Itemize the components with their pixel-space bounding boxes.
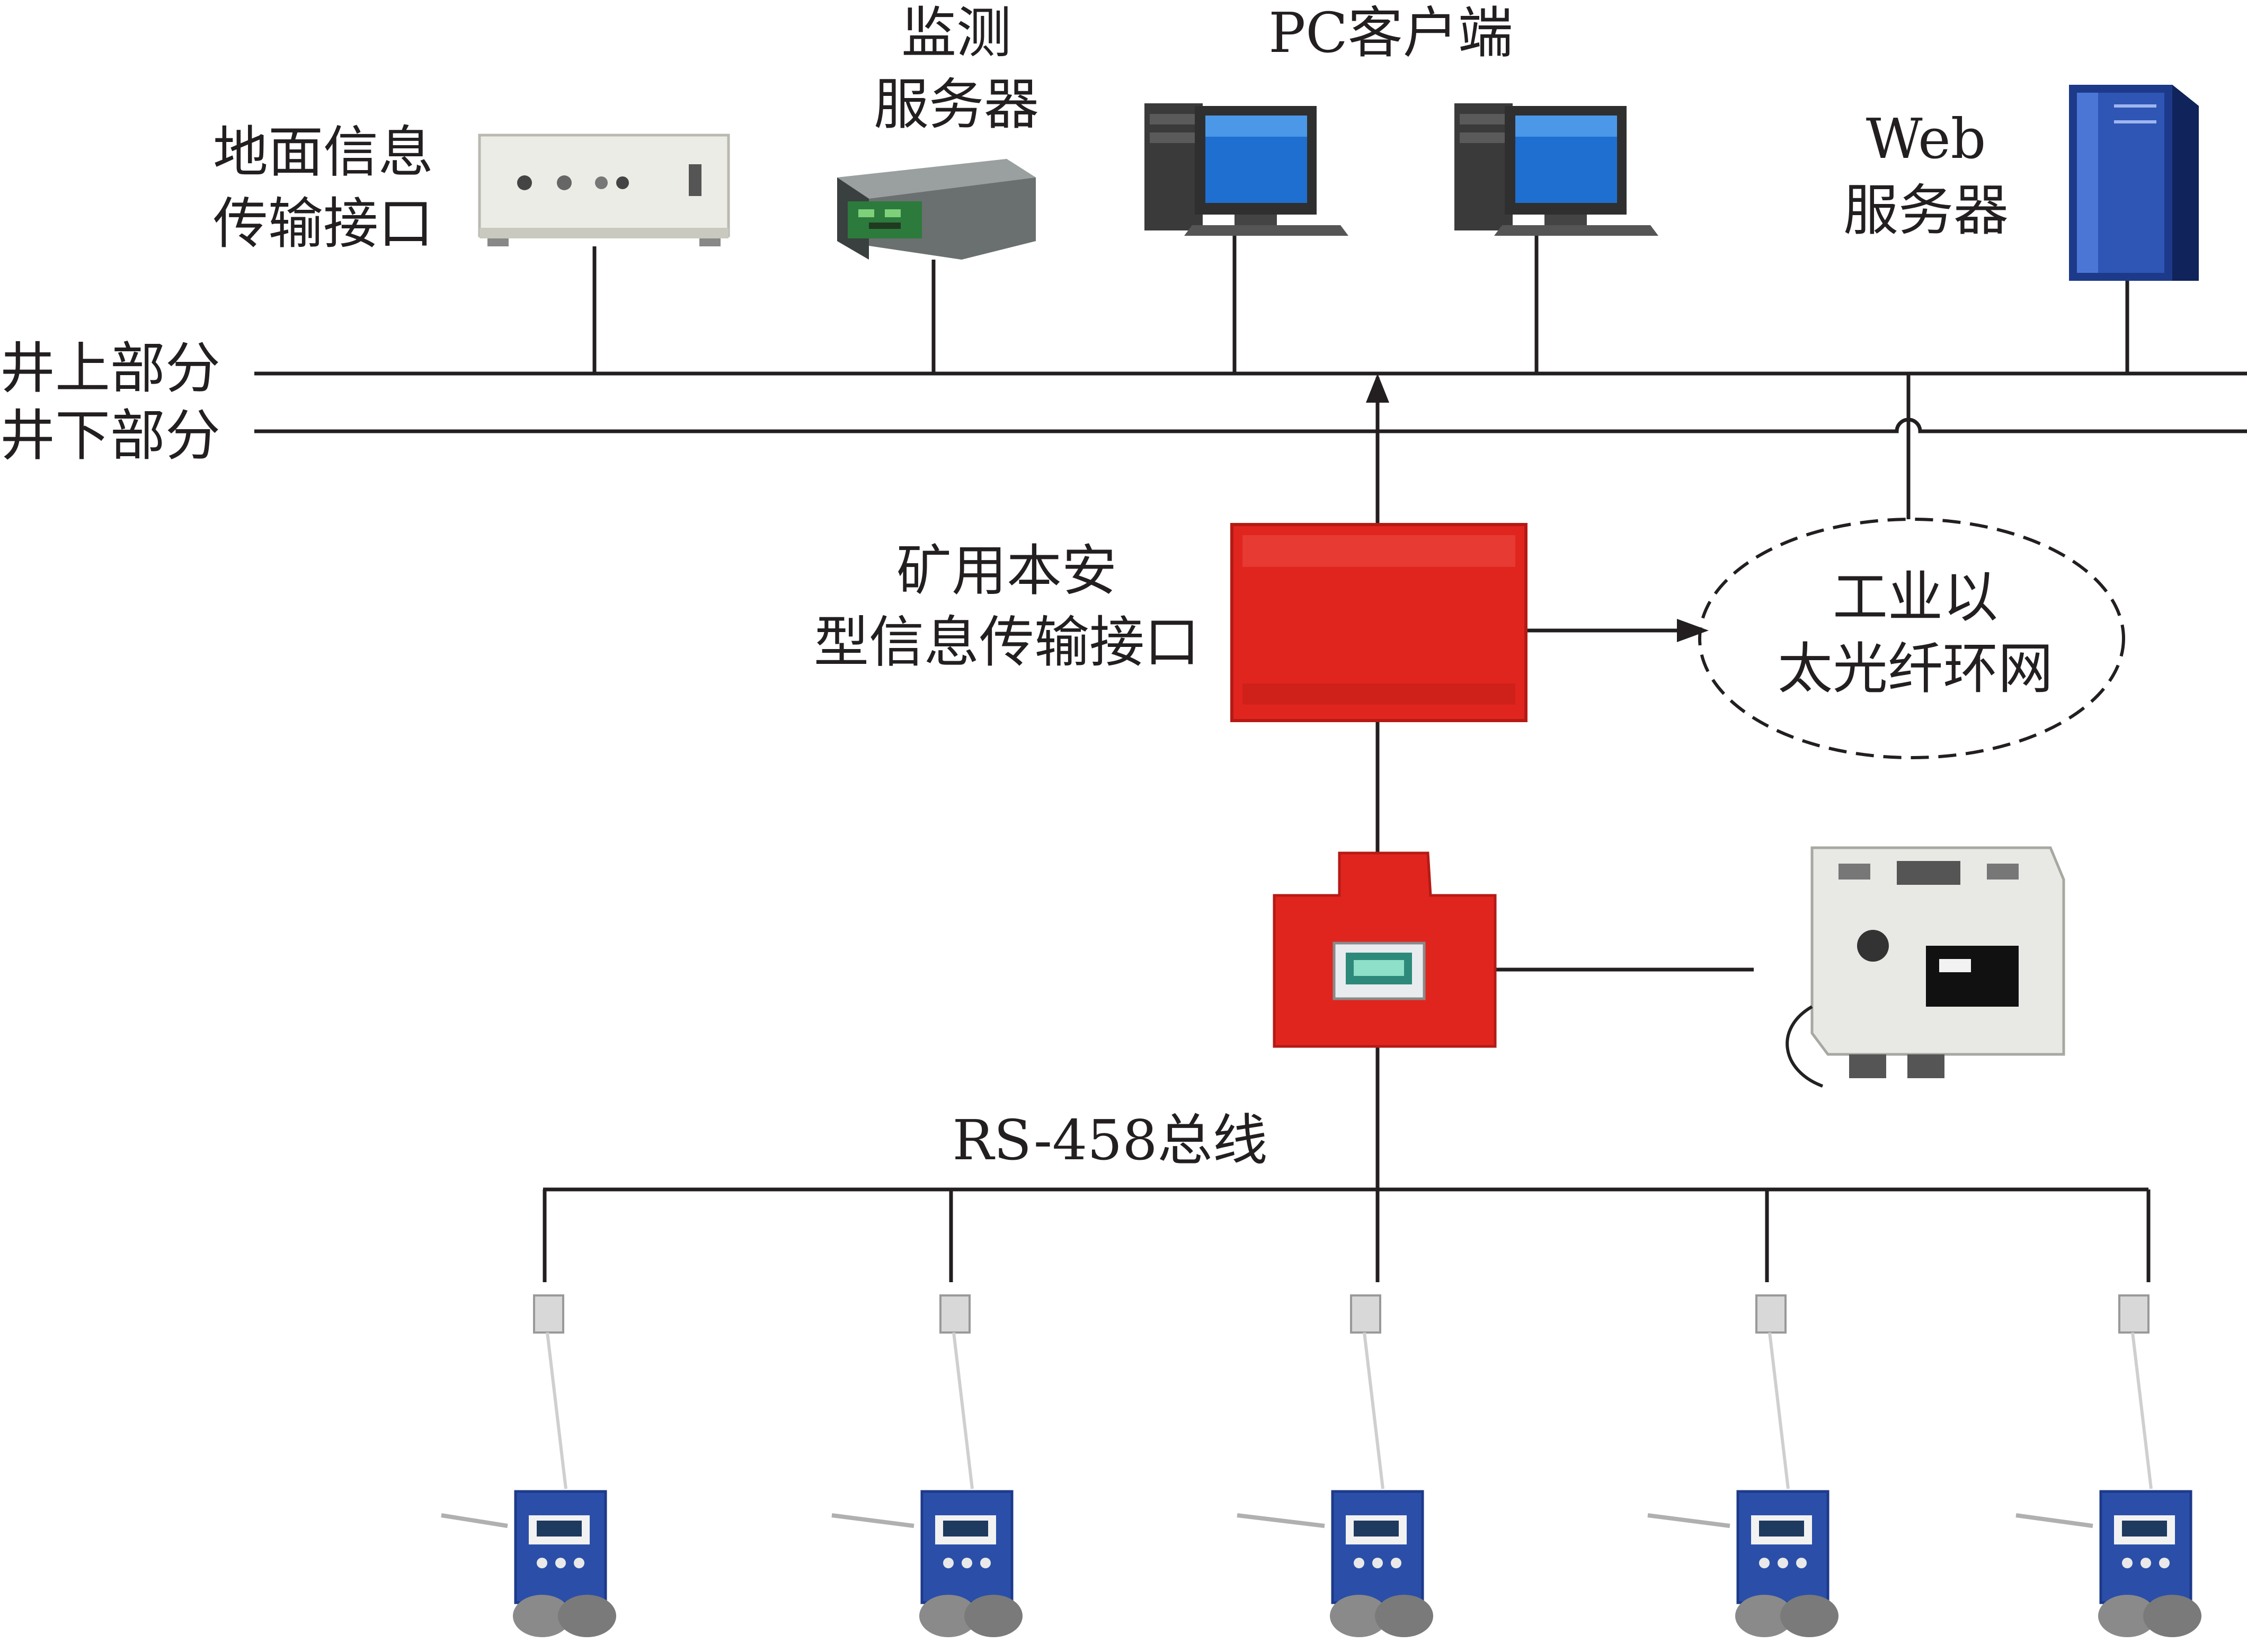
ground-interface-label-line-1: 地面信息: [212, 120, 434, 184]
mine-interface-label-line-2: 型信息传输接口: [813, 610, 1200, 675]
mine-interface-icon: [1230, 523, 1527, 722]
power-supply-icon: [1786, 846, 2065, 1088]
gas-sensor-5: [2015, 1294, 2201, 1637]
monitor-server-label: 监测 服务器: [874, 0, 1039, 140]
sensors-row: [441, 1294, 2201, 1637]
rs-bus-label-text: RS-458总线: [952, 1108, 1268, 1173]
gas-sensor-1: [441, 1294, 616, 1637]
mine-interface-label-line-1: 矿用本安: [896, 538, 1117, 603]
monitor-server-label-line-2: 服务器: [873, 72, 1040, 137]
above-ground-label: 井上部分: [0, 333, 220, 404]
above-ground-label-text: 井上部分: [0, 336, 221, 401]
pc-client-1-icon: [1144, 103, 1348, 236]
web-server-label: Web 服务器: [1843, 103, 2009, 246]
below-ground-label: 井下部分: [0, 400, 220, 472]
fiber-ring-label-line-2: 太光纤环网: [1777, 636, 2054, 701]
ground-interface-icon: [478, 134, 730, 246]
web-server-icon: [2069, 85, 2199, 281]
pc-client-label-text: PC客户端: [1268, 1, 1513, 65]
fiber-ring-label: 工业以 太光纤环网: [1778, 562, 2053, 705]
web-server-label-line-1: Web: [1866, 106, 1986, 171]
pc-client-2-icon: [1454, 103, 1658, 236]
gas-sensor-4: [1647, 1294, 1839, 1637]
gas-sensor-2: [831, 1294, 1023, 1637]
fiber-ring-ellipse: [1698, 518, 2125, 759]
web-server-label-line-2: 服务器: [1843, 178, 2009, 243]
below-ground-bus-line: [254, 418, 2247, 433]
rs-bus-label: RS-458总线: [952, 1105, 1267, 1176]
below-ground-label-text: 井下部分: [0, 403, 221, 468]
mine-interface-label: 矿用本安 型信息传输接口: [814, 535, 1200, 678]
gas-sensor-3: [1237, 1294, 1433, 1637]
substation-icon: [1273, 851, 1497, 1048]
fiber-arrowhead: [1677, 619, 1709, 642]
fiber-ring-label-line-1: 工业以: [1832, 565, 1999, 629]
monitor-server-icon: [837, 159, 1036, 260]
ground-interface-label-line-2: 传输接口: [212, 191, 434, 256]
ground-interface-label: 地面信息 传输接口: [213, 117, 433, 260]
monitor-server-label-line-1: 监测: [901, 1, 1012, 65]
pc-client-label: PC客户端: [1268, 0, 1513, 69]
uplink-arrowhead: [1366, 374, 1389, 403]
